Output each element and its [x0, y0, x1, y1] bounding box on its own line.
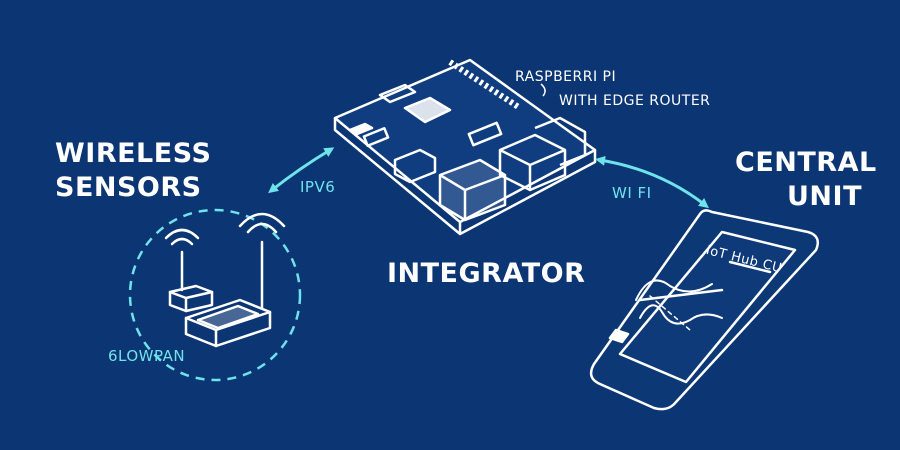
ipv6-arrow	[268, 147, 335, 194]
raspberry-pi-board-icon	[333, 58, 597, 236]
integrator-title: INTEGRATOR	[387, 258, 586, 289]
ipv6-label: IPV6	[300, 178, 336, 196]
wireless-sensor-icon	[128, 208, 302, 382]
central-unit-title-line2: UNIT	[787, 181, 862, 212]
rpi-caption-line2: WITH EDGE ROUTER	[559, 93, 711, 109]
wifi-label: WI FI	[612, 184, 652, 202]
wireless-sensors-title-line2: SENSORS	[55, 172, 202, 203]
wifi-arrow	[595, 155, 709, 209]
rpi-callout-line	[540, 83, 546, 97]
6lowpan-label: 6LOWPAN	[108, 347, 186, 365]
rpi-caption-line1: RASPBERRI PI	[515, 69, 617, 85]
smartphone-icon	[589, 209, 819, 411]
central-unit-title-line1: CENTRAL	[735, 147, 877, 178]
wireless-sensors-title-line1: WIRELESS	[55, 138, 212, 169]
